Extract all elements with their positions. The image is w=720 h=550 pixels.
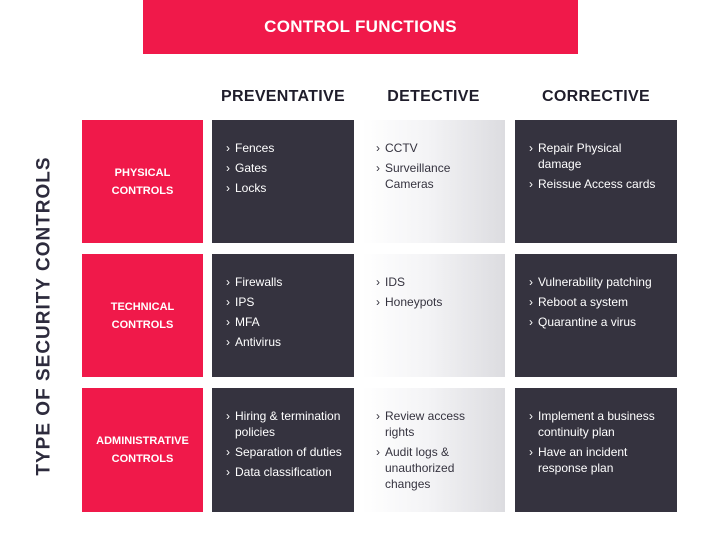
list-item: › MFA [226,314,344,330]
list-item-text: CCTV [385,141,418,155]
list-item-text: Locks [235,181,267,195]
cell-physical-preventative: › Fences › Gates › Locks [212,120,354,243]
list-item: › Review access rights [376,408,495,440]
list-item: › Data classification [226,464,344,480]
list-item: › Quarantine a virus [529,314,667,330]
chevron-right-icon: › [226,409,230,423]
cell-technical-corrective: ›Vulnerability patching›Reboot a system›… [515,254,677,377]
row-label-administrative: ADMINISTRATIVE CONTROLS [82,388,203,512]
chevron-right-icon: › [529,315,533,329]
list-item: › Antivirus [226,334,344,350]
list-item-text: Repair Physical damage [538,141,622,171]
chevron-right-icon: › [226,465,230,479]
list-item-text: Vulnerability patching [538,275,652,289]
cell-technical-detective: › IDS › Honeypots [362,254,505,377]
list-item: › Reboot a system [529,294,667,310]
chevron-right-icon: › [226,161,230,175]
chevron-right-icon: › [376,295,380,309]
cell-administrative-corrective: › Implement a business continuity plan › Ha… [515,388,677,512]
list-item: › IDS [376,274,495,290]
row-label-line: ADMINISTRATIVE [96,435,189,447]
chevron-right-icon: › [226,315,230,329]
list-item: › Vulnerability patching [529,274,667,290]
list-item: › Repair Physical damage [529,140,667,172]
banner-title-text: CONTROL FUNCTIONS [264,17,457,36]
list-item-text: Quarantine a virus [538,315,637,329]
cell-administrative-preventative: › Hiring & termination policies › Separatio… [212,388,354,512]
list-item-text: Reboot a system [538,295,629,309]
list-item: › CCTV [376,140,495,156]
list-item-text: Audit logs & unauthorized changes [385,445,455,491]
chevron-right-icon: › [529,141,533,155]
list-item-text: Reissue Access cards [538,177,656,191]
list-item: › IPS [226,294,344,310]
list-item-text: Implement a business continuity plan [538,409,655,439]
list-item: › Reissue Access cards [529,176,667,192]
column-header-detective: DETECTIVE [387,88,480,105]
list-item: › Have an incident response plan [529,444,667,476]
side-axis-label-text: TYPE OF SECURITY CONTROLS [34,156,55,476]
row-label-line: CONTROLS [111,184,174,197]
list-item-text: Have an incident response plan [538,445,628,475]
column-header-corrective: CORRECTIVE [542,88,650,105]
chevron-right-icon: › [376,409,380,423]
list-item-text: MFA [235,315,260,329]
chevron-right-icon: › [376,445,380,459]
chevron-right-icon: › [529,177,533,191]
chevron-right-icon: › [376,275,380,289]
list-item-text: IPS [235,295,255,309]
list-item: › Locks [226,180,344,196]
side-axis-label: TYPE OF SECURITY CONTROLS [20,128,70,504]
cell-technical-preventative: › Firewalls › IPS › MFA › Antivirus [212,254,354,377]
chevron-right-icon: › [226,141,230,155]
list-item: › Hiring & termination policies [226,408,344,440]
chevron-right-icon: › [529,445,533,459]
chevron-right-icon: › [226,335,230,349]
chevron-right-icon: › [226,445,230,459]
list-item-text: Fences [235,141,275,155]
chevron-right-icon: › [529,409,533,423]
list-item: › Firewalls [226,274,344,290]
list-item: › Surveillance Cameras [376,160,495,192]
row-label-line: PHYSICAL [114,166,171,179]
list-item-text: Hiring & termination policies [235,409,341,439]
list-item: › Gates [226,160,344,176]
list-item-text: Review access rights [385,409,466,439]
chevron-right-icon: › [376,141,380,155]
list-item: › Fences [226,140,344,156]
list-item-text: Antivirus [235,335,282,349]
banner-title: CONTROL FUNCTIONS [143,0,578,54]
chevron-right-icon: › [226,181,230,195]
row-label-line: TECHNICAL [110,300,175,313]
list-item: › Audit logs & unauthorized changes [376,444,495,492]
list-item-text: Honeypots [385,295,443,309]
list-item-text: IDS [385,275,406,289]
list-item: › Implement a business continuity plan [529,408,667,440]
chevron-right-icon: › [529,275,533,289]
column-header-preventative: PREVENTATIVE [221,88,345,105]
chevron-right-icon: › [226,295,230,309]
chevron-right-icon: › [376,161,380,175]
list-item-text: Separation of duties [235,445,342,459]
row-label-technical: TECHNICAL CONTROLS [82,254,203,377]
row-label-line: CONTROLS [111,453,174,465]
cell-physical-detective: › CCTV › Surveillance Cameras [362,120,505,243]
list-item: › Honeypots [376,294,495,310]
chevron-right-icon: › [529,295,533,309]
cell-physical-corrective: › Repair Physical damage › Reissue Access c… [515,120,677,243]
cell-administrative-detective: › Review access rights › Audit logs & unaut… [362,388,505,512]
list-item-text: Data classification [235,465,332,479]
list-item-text: Surveillance Cameras [385,161,451,191]
row-label-physical: PHYSICAL CONTROLS [82,120,203,243]
list-item-text: Gates [235,161,268,175]
row-label-line: CONTROLS [111,318,174,331]
chevron-right-icon: › [226,275,230,289]
list-item: › Separation of duties [226,444,344,460]
list-item-text: Firewalls [235,275,283,289]
